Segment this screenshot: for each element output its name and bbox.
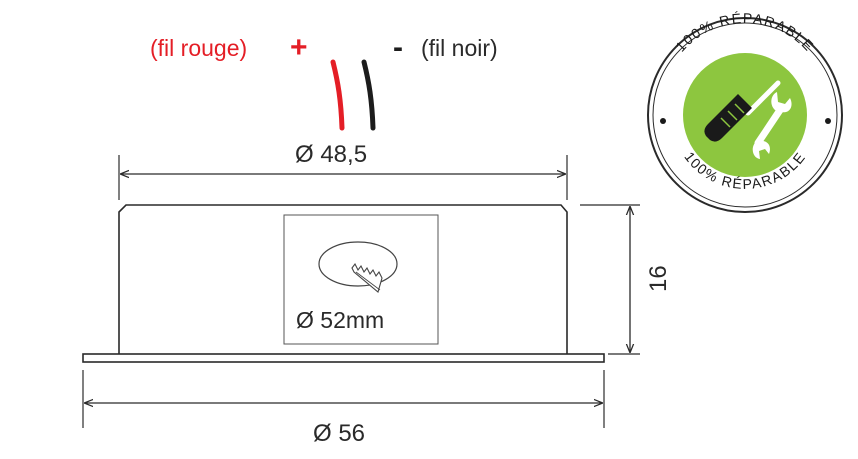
- height-dimension: 16: [580, 204, 672, 355]
- red-wire: [330, 59, 345, 131]
- bottom-diameter-label: Ø 56: [313, 420, 365, 447]
- saw-cut-icon: [318, 241, 398, 293]
- cutout-diameter-label: Ø 52mm: [296, 307, 384, 333]
- height-label: 16: [645, 265, 672, 292]
- negative-sign: -: [393, 31, 403, 64]
- bottom-diameter-dimension: Ø 56: [82, 370, 605, 447]
- top-diameter-dimension: Ø 48,5: [118, 141, 568, 200]
- cutout-inset: Ø 52mm: [283, 214, 439, 345]
- reparable-badge: 100% RÉPARABLE 100% RÉPARABLE: [647, 10, 843, 213]
- screwdriver-wrench-icon: [704, 80, 792, 159]
- top-diameter-label: Ø 48,5: [295, 141, 367, 168]
- positive-sign: +: [290, 31, 308, 64]
- red-wire-label: (fil rouge): [150, 35, 247, 61]
- black-wire: [361, 59, 376, 131]
- wire-labels: (fil rouge) + - (fil noir): [150, 31, 498, 64]
- black-wire-label: (fil noir): [421, 35, 498, 61]
